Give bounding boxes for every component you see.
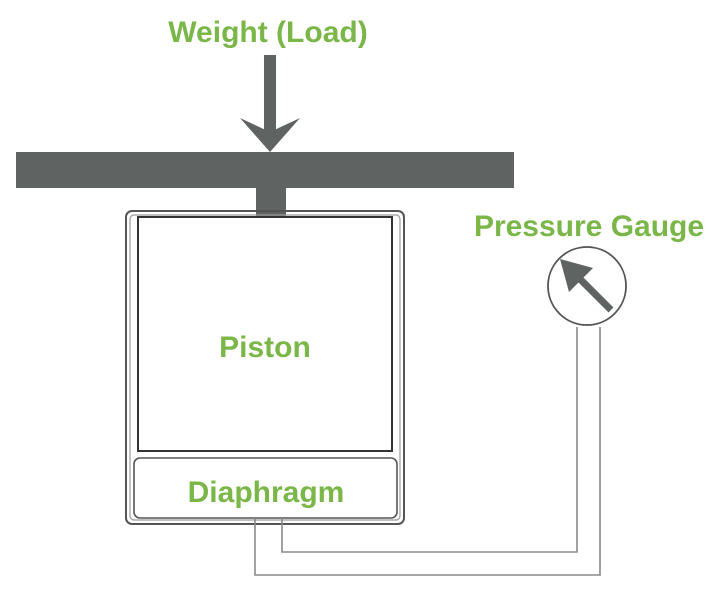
piston [137,216,393,452]
down-arrow-icon [240,55,300,152]
diaphragm-label: Diaphragm [188,476,345,509]
load-beam [16,152,514,188]
pressure-gauge-label: Pressure Gauge [474,210,704,243]
piston-label: Piston [219,331,311,364]
diaphragm [133,457,398,519]
up-left-arrow-icon [560,259,614,313]
cylinder-housing [125,210,405,525]
hydraulic-pipe [254,327,601,576]
piston-rod [256,186,286,218]
weight-label: Weight (Load) [168,16,367,49]
